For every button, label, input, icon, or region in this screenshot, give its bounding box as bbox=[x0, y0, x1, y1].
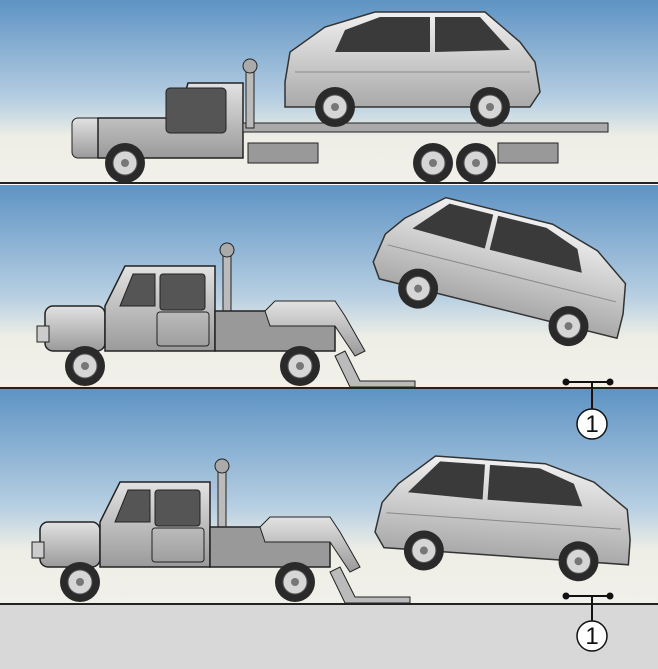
flatbed-truck bbox=[71, 58, 609, 184]
panel-flatbed bbox=[0, 0, 658, 184]
callout-number: 1 bbox=[585, 623, 598, 650]
callout-number: 1 bbox=[585, 411, 598, 438]
callout-1-panel-3: 1 bbox=[562, 592, 614, 652]
callout-1-panel-2: 1 bbox=[562, 378, 614, 440]
panel-wheel-lift-dolly bbox=[0, 389, 658, 669]
panel-wheel-lift bbox=[0, 184, 658, 389]
